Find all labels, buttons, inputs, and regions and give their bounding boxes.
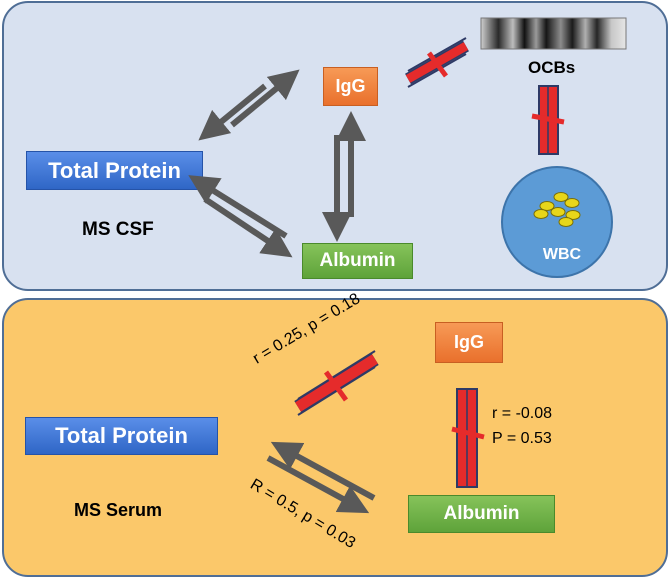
ocbs-label: OCBs (528, 58, 576, 77)
csf-igg-box: IgG (323, 67, 378, 106)
csf-albumin-box: Albumin (302, 243, 413, 279)
serum-panel-label: MS Serum (74, 500, 163, 520)
csf-total-protein-box: Total Protein (26, 151, 203, 190)
serum-arrow-tp-to-albumin (266, 455, 370, 514)
wbc-circle (501, 166, 613, 278)
csf-arrow-tp-to-igg (230, 69, 300, 128)
csf-broken-link-igg-ocbs (405, 37, 469, 88)
csf-panel-label: MS CSF (82, 219, 154, 240)
stat-igg-albumin-p: P = 0.53 (492, 430, 552, 447)
wbc-cells (533, 192, 581, 227)
csf-arrow-igg-to-tp (198, 83, 267, 141)
csf-arrow-tp-to-albumin (203, 196, 293, 258)
stat-igg-albumin-r: r = -0.08 (492, 405, 553, 422)
csf-arrow-albumin-to-tp (188, 175, 288, 239)
serum-igg-box: IgG (435, 322, 503, 363)
serum-total-protein-box: Total Protein (25, 417, 218, 455)
serum-albumin-box: Albumin (408, 495, 555, 533)
ocb-gel-image (480, 17, 627, 50)
serum-broken-link-tp-igg (294, 350, 379, 416)
serum-broken-link-igg-albumin (451, 388, 485, 488)
wbc-label: WBC (543, 246, 582, 263)
csf-broken-link-ocbs-wbc (531, 85, 565, 155)
